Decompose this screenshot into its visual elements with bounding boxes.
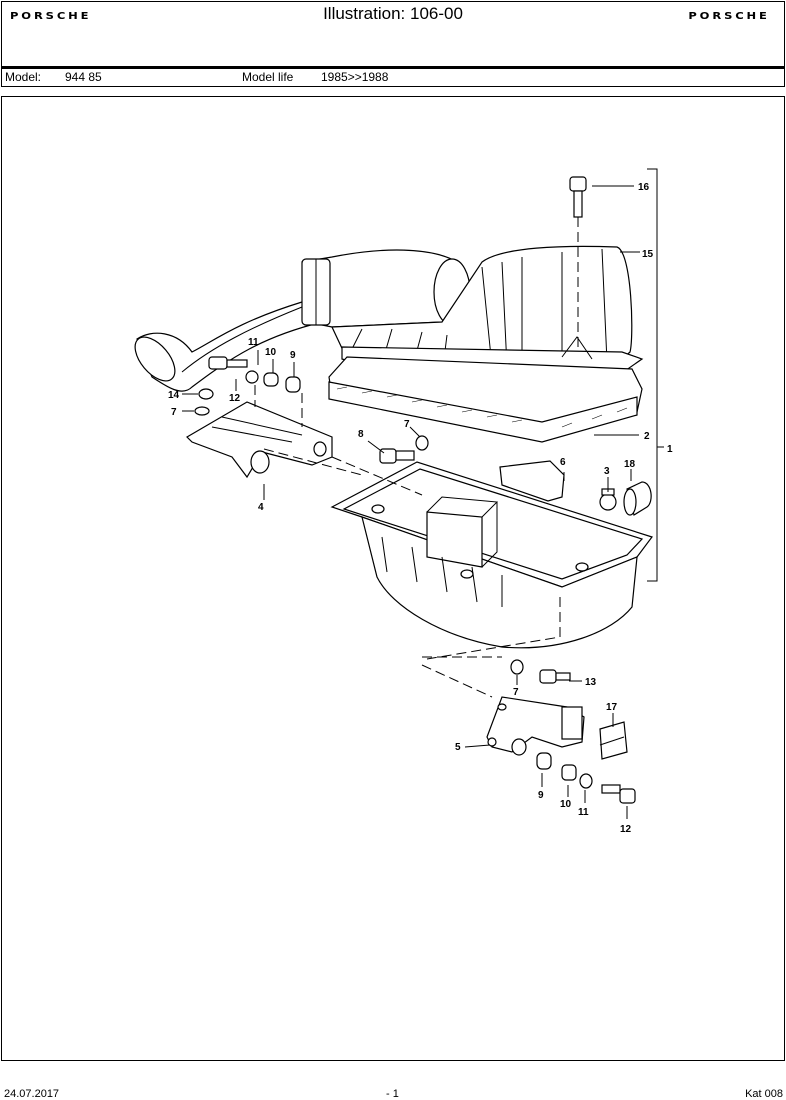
group-bracket: [647, 168, 664, 582]
footer-page-number: - 1: [386, 1088, 399, 1100]
callout-4: 4: [258, 502, 264, 513]
leader-lines: [182, 185, 640, 819]
callout-10-lower: 10: [560, 799, 572, 810]
model-value: 944 85: [65, 70, 102, 84]
porsche-logo-left: PORSCHE: [10, 11, 92, 22]
callout-11-upper: 11: [248, 337, 259, 348]
callout-12-upper: 12: [229, 393, 241, 404]
bracket-5-drawing: [486, 696, 585, 756]
page-header: PORSCHE Illustration: 106-00 PORSCHE: [1, 1, 785, 67]
callout-6: 6: [560, 457, 566, 468]
callout-15: 15: [642, 249, 654, 260]
model-label: Model:: [5, 70, 42, 84]
small-hose-drawing: [623, 481, 652, 516]
model-bar: Model: 944 85 Model life 1985>>1988: [1, 67, 785, 87]
assembly-line: [254, 385, 303, 427]
exploded-parts-diagram: 1 2 3 4 5 6 7 7 7 8 9 9 10 10 11 11 12 1…: [134, 168, 673, 835]
illustration-title: Illustration: 106-00: [323, 4, 463, 23]
callout-12-lower: 12: [620, 824, 632, 835]
filter-element-drawing: [328, 356, 643, 443]
illustration-frame: 1 2 3 4 5 6 7 7 7 8 9 9 10 10 11 11 12 1…: [1, 96, 785, 1061]
callout-11-lower: 11: [578, 807, 589, 818]
callout-7-lower: 7: [513, 687, 519, 698]
callout-8: 8: [358, 429, 364, 440]
callout-18: 18: [624, 459, 636, 470]
footer-date: 24.07.2017: [4, 1088, 60, 1100]
model-life-value: 1985>>1988: [321, 70, 389, 84]
callout-14: 14: [168, 390, 180, 401]
callout-5: 5: [455, 742, 461, 753]
callout-17: 17: [606, 702, 618, 713]
callout-7-middle: 7: [404, 419, 410, 430]
intake-hose-drawing: [134, 249, 471, 392]
callout-16: 16: [638, 182, 650, 193]
top-bolt-drawing: [569, 176, 587, 347]
middle-bolt-drawing: [379, 435, 429, 464]
seal-drawing: [499, 460, 565, 502]
callout-1: 1: [667, 444, 673, 455]
callout-13: 13: [585, 677, 597, 688]
callout-7-left: 7: [171, 407, 177, 418]
callout-3: 3: [604, 466, 610, 477]
callout-9-lower: 9: [538, 790, 544, 801]
footer-catalog: Kat 008: [745, 1088, 783, 1100]
lower-fasteners-drawing: [510, 659, 636, 804]
callout-2: 2: [644, 431, 650, 442]
porsche-logo-right: PORSCHE: [688, 11, 770, 22]
hose-clamp-drawing: [599, 488, 617, 511]
left-fasteners-drawing: [194, 356, 301, 416]
assembly-line: [263, 448, 561, 698]
bracket-4-drawing: [186, 401, 333, 479]
model-life-label: Model life: [242, 70, 294, 84]
filter-lower-housing-drawing: [330, 461, 653, 649]
callout-9-upper: 9: [290, 350, 296, 361]
clip-17-drawing: [599, 721, 628, 760]
callout-10-upper: 10: [265, 347, 277, 358]
